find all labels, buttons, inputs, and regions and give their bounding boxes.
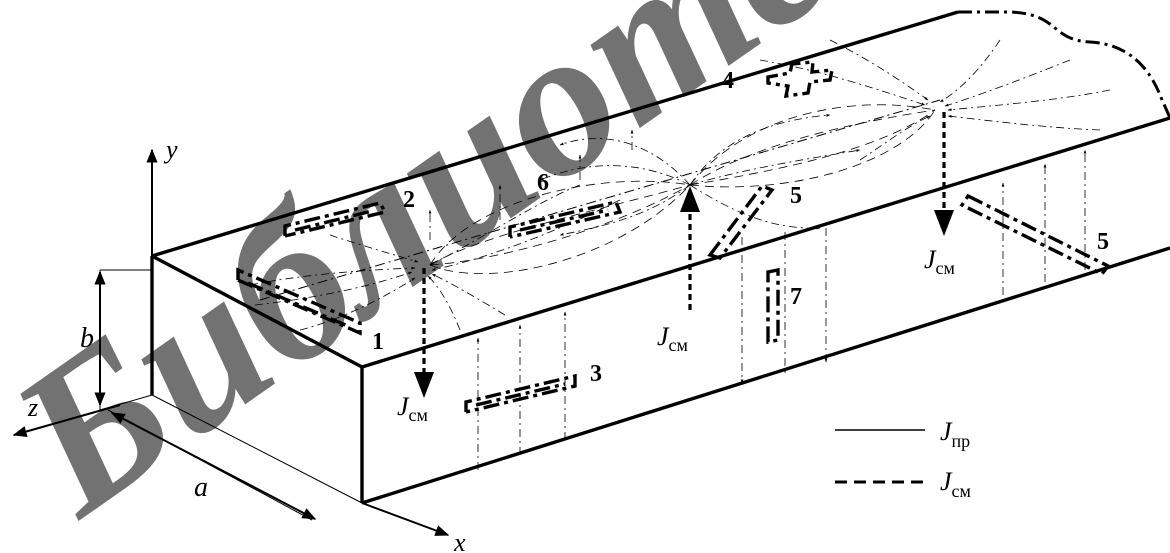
jsm-arrowhead (414, 372, 434, 398)
jpr-line (329, 234, 419, 263)
slot-label-3: 3 (590, 361, 602, 387)
wall-currents (476, 149, 1087, 470)
y-axis-label: y (163, 135, 178, 164)
slot-label-6: 6 (537, 170, 549, 196)
jpr-line (689, 113, 831, 186)
jsm-loop (429, 180, 691, 266)
jsm-loop (689, 109, 936, 186)
slot-label-1: 1 (372, 329, 384, 355)
waveguide-body (99, 10, 1170, 505)
jsm-loop (689, 109, 936, 186)
watermark: Библиотека (0, 0, 1040, 553)
legend: Jпр Jсм (835, 417, 971, 501)
jsm-loop (429, 184, 691, 266)
jpr-line (427, 275, 461, 331)
jpr-line (829, 39, 929, 101)
axes: y z x (12, 135, 466, 553)
slot-label-2: 2 (403, 187, 415, 213)
jpr-line (689, 149, 861, 186)
slot-label-5b: 5 (1097, 229, 1109, 255)
jsm-loop (689, 109, 936, 188)
jpr-line (539, 165, 691, 186)
slot-label-7: 7 (790, 284, 802, 310)
jsm-loop (429, 184, 691, 266)
slot-6 (508, 200, 623, 239)
displacement-current-lines (429, 104, 936, 275)
jpr-line (559, 138, 691, 186)
jpr-line (859, 115, 931, 161)
broken-end-line (958, 10, 1170, 119)
jsm-label-center: Jсм (657, 322, 688, 355)
jsm-label-right: Jсм (924, 245, 955, 278)
current-labels: Jсм Jсм Jсм (397, 245, 955, 425)
jsm-label-left: Jсм (397, 392, 428, 425)
displacement-current-arrows (414, 112, 954, 398)
legend-jsm-label: Jсм (940, 467, 971, 501)
slot-label-4: 4 (722, 68, 734, 94)
slot-5b (959, 193, 1111, 277)
jsm-arrowhead (934, 210, 954, 236)
slot-2 (283, 201, 388, 238)
slot-1 (236, 267, 362, 336)
a-label: a (194, 472, 208, 503)
jsm-loop (689, 104, 936, 186)
jpr-line (431, 273, 506, 316)
z-axis-label: z (27, 393, 38, 422)
jpr-line (939, 39, 1001, 103)
jpr-line (431, 199, 621, 271)
slot-3 (464, 373, 577, 414)
slot-7 (766, 267, 780, 345)
top-front-short-edge (151, 254, 363, 369)
jpr-line (299, 277, 416, 331)
slots (236, 60, 1111, 414)
legend-jpr-label: Jпр (940, 417, 970, 451)
top-front-long-edge (361, 116, 1170, 369)
jsm-loop (429, 184, 691, 275)
b-label: b (80, 323, 94, 354)
dimensions: b a (80, 269, 317, 521)
slot-labels: 1 2 3 4 5 5 6 7 (372, 68, 1109, 387)
top-back-edge (151, 10, 959, 258)
z-axis (12, 404, 121, 437)
x-axis-label: x (453, 528, 466, 553)
jsm-arrowhead (680, 186, 700, 212)
front-face-edges (150, 256, 364, 503)
jpr-line (759, 59, 926, 106)
jpr-line (254, 271, 413, 306)
slot-label-5a: 5 (790, 183, 802, 209)
slot-4 (766, 60, 835, 99)
x-axis (361, 502, 450, 536)
jpr-line (944, 59, 1071, 107)
a-dimension-arrow (110, 412, 317, 520)
bottom-long-edge (361, 246, 1170, 505)
jpr-line (947, 115, 1101, 131)
jpr-line (947, 89, 1111, 112)
center-axis-line (259, 99, 941, 301)
slot-5a (707, 183, 775, 260)
